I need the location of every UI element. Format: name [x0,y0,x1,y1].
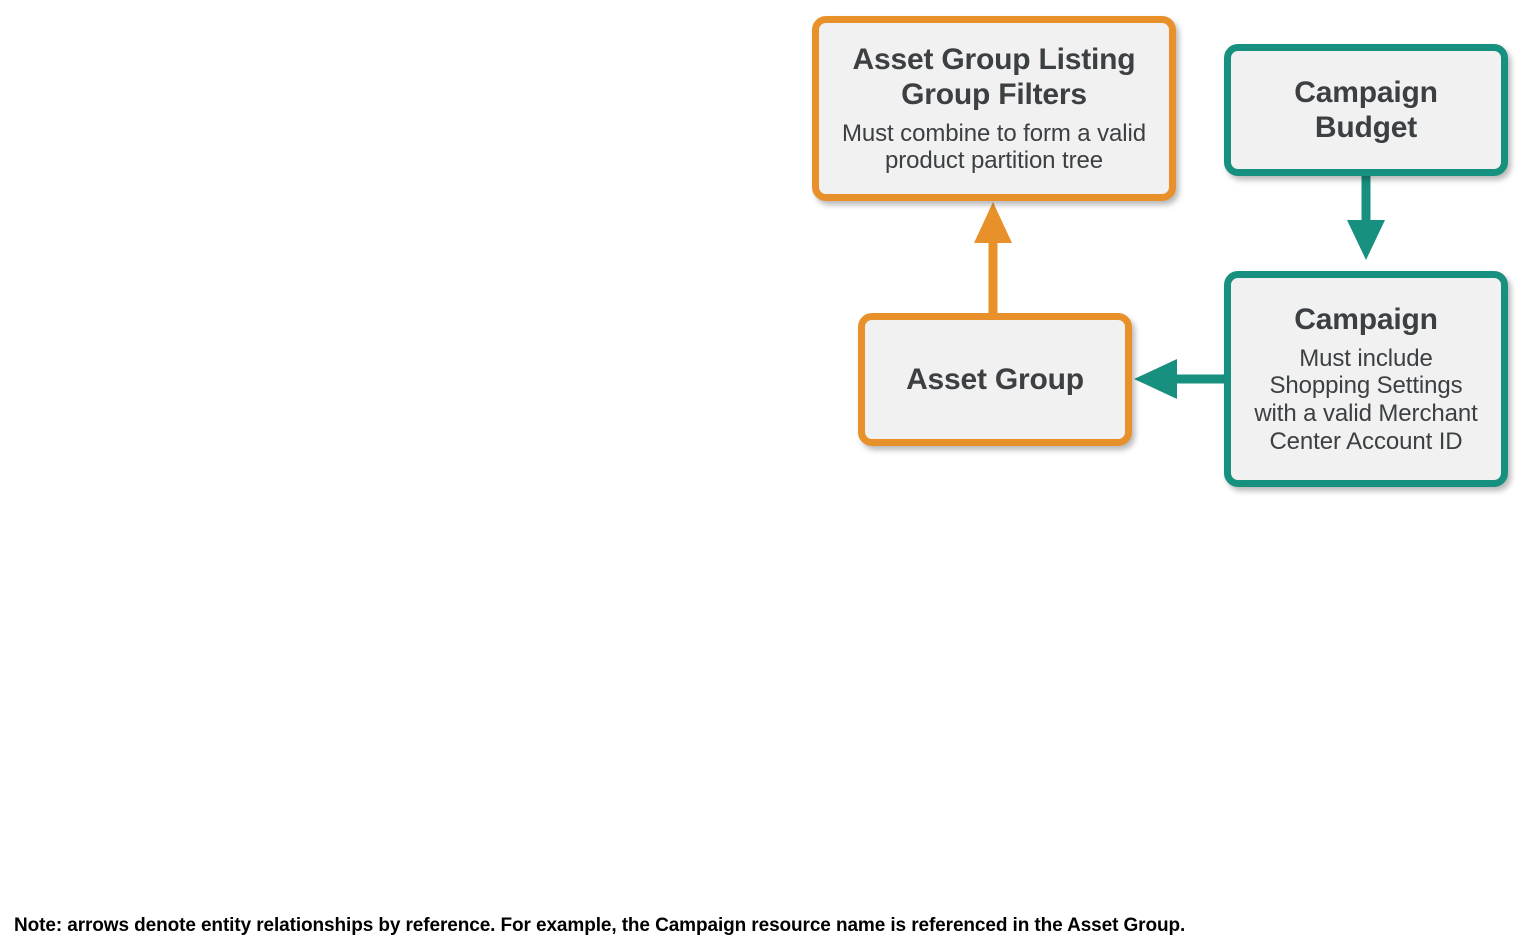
node-title: Asset Group [906,362,1084,396]
node-subtitle: Must include Shopping Settings with a va… [1254,344,1478,456]
node-asset-group-listing-group-filters[interactable]: Asset Group Listing Group Filters Must c… [812,16,1176,201]
node-subtitle: Must combine to form a valid product par… [842,119,1146,175]
node-title: Asset Group Listing Group Filters [852,42,1136,112]
node-campaign-budget[interactable]: Campaign Budget [1224,44,1508,176]
arrow-campaign-budget-to-campaign [1347,176,1385,260]
arrow-campaign-to-asset-group [1134,359,1224,399]
footer-note: Note: arrows denote entity relationships… [14,915,1186,936]
node-title: Campaign Budget [1294,75,1438,144]
node-title: Campaign [1294,303,1438,337]
arrow-asset-group-to-listing-group-filters [974,202,1012,313]
node-asset-group[interactable]: Asset Group [858,313,1132,446]
node-campaign[interactable]: Campaign Must include Shopping Settings … [1224,271,1508,487]
